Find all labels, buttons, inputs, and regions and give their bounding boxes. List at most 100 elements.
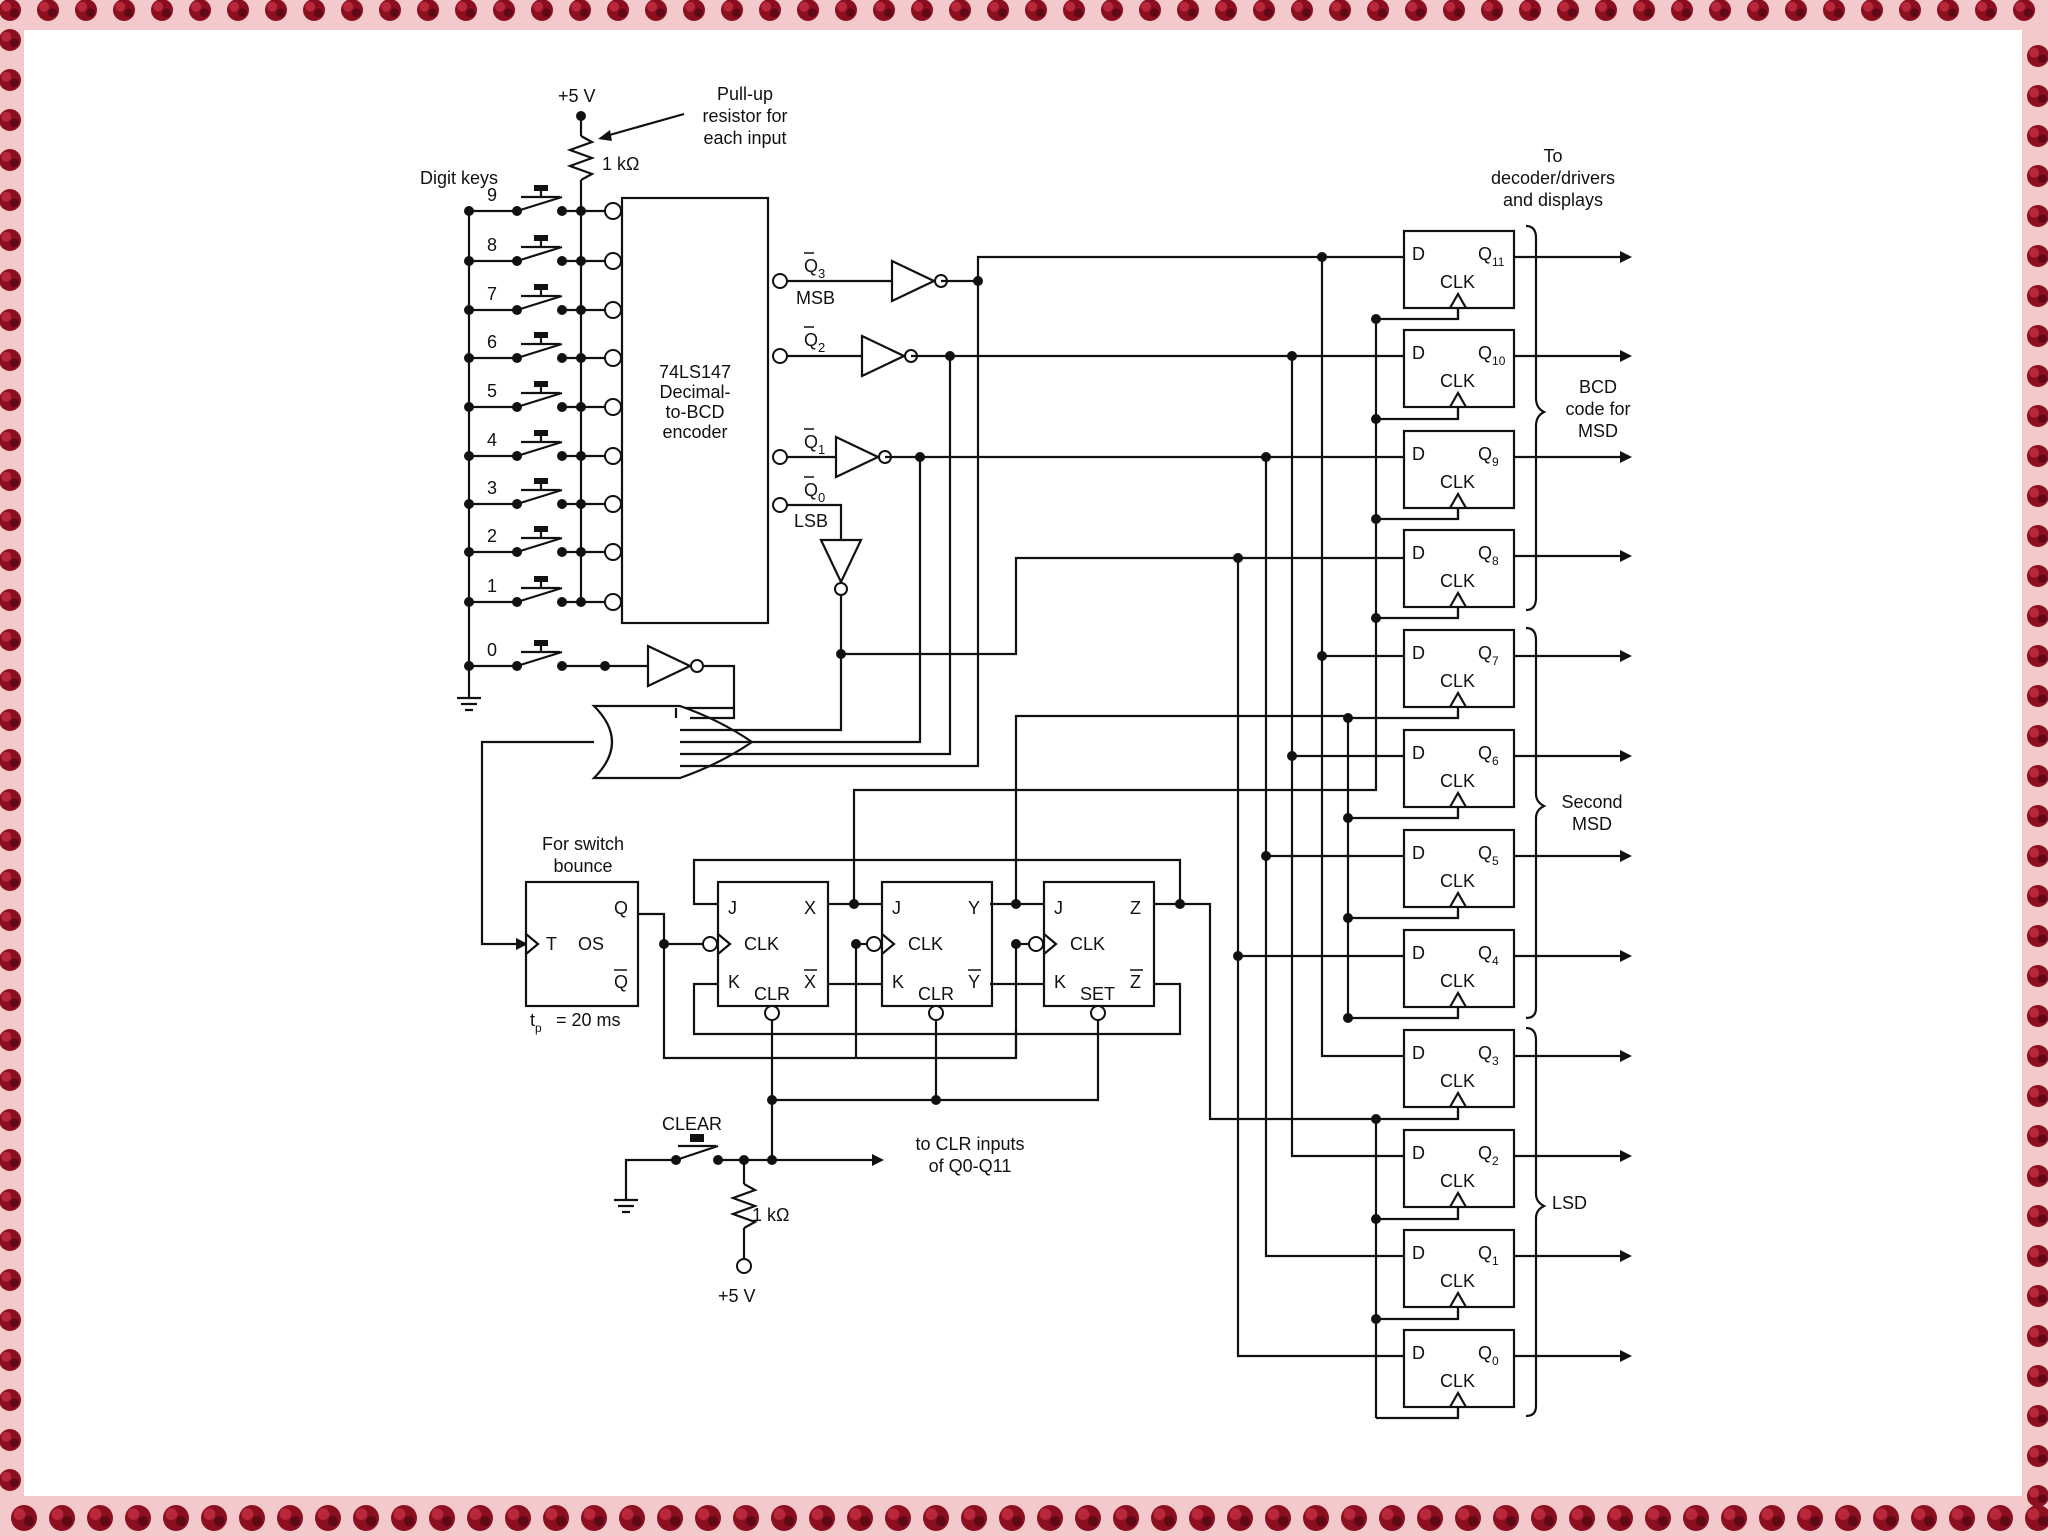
pullup-note-line: resistor for	[702, 106, 787, 126]
os-qbar-label: Q	[614, 972, 628, 992]
border-flower-top	[645, 0, 667, 21]
border-flower-bottom	[847, 1505, 873, 1531]
encoder-label-line: Decimal-	[659, 382, 730, 402]
border-flower-bottom	[581, 1505, 607, 1531]
border-flower-top	[835, 0, 857, 21]
z-to-clk-bus	[1180, 902, 1376, 1121]
border-flower-bottom	[239, 1505, 265, 1531]
arrowhead	[1620, 650, 1632, 662]
border-flower-left	[0, 869, 21, 891]
border-flower-left	[0, 29, 21, 51]
arrowhead	[598, 130, 612, 141]
inversion-bubble	[772, 348, 788, 364]
border-flower-right	[2027, 1405, 2048, 1427]
border-flower-bottom	[1189, 1505, 1215, 1531]
switch-cap	[534, 640, 548, 646]
border-flower-bottom	[49, 1505, 75, 1531]
q0-to-or	[680, 596, 843, 732]
border-flower-right	[2027, 1085, 2048, 1107]
border-flower-top	[607, 0, 629, 21]
digit-key-9: 9	[464, 185, 622, 220]
border-flower-left	[0, 949, 21, 971]
q1-to-or	[680, 457, 922, 744]
ff-d-label: D	[1412, 244, 1425, 264]
q0-output-label: Q0	[804, 480, 825, 505]
border-flower-right	[2027, 445, 2048, 467]
border-flower-bottom	[1265, 1505, 1291, 1531]
border-flower-left	[0, 1069, 21, 1091]
switch-contact	[516, 391, 563, 409]
border-flower-top	[493, 0, 515, 21]
wire	[624, 1158, 676, 1200]
second-msd-label-line: Second	[1561, 792, 1622, 812]
q3-inverter	[890, 259, 948, 303]
border-flower-bottom	[1835, 1505, 1861, 1531]
one-shot-box	[524, 880, 640, 1008]
bcd-msd-label-line: MSD	[1578, 421, 1618, 441]
border-flower-top	[1025, 0, 1047, 21]
clk-triangle	[717, 933, 732, 955]
switch-cap	[690, 1134, 704, 1142]
ff-d-label: D	[1412, 943, 1425, 963]
jk-outbar-label: X	[804, 972, 816, 992]
border-flower-top	[1899, 0, 1921, 21]
border-flower-right	[2027, 365, 2048, 387]
ff-clk-label: CLK	[1440, 671, 1475, 691]
digit-key-1: 1	[464, 576, 622, 611]
switch-contact	[516, 294, 563, 312]
border-flower-right	[2027, 885, 2048, 907]
q1-output-label: Q1	[804, 432, 825, 457]
ff-q-label: Q1	[1478, 1243, 1499, 1268]
q3-output-label: Q3	[804, 256, 825, 281]
border-flower-top	[1481, 0, 1503, 21]
border-flower-top	[987, 0, 1009, 21]
inverter-triangle	[890, 259, 937, 303]
q2-to-or	[680, 356, 952, 756]
border-flower-left	[0, 829, 21, 851]
clk-triangle	[1449, 590, 1467, 608]
clk-bus-c	[1376, 1207, 1460, 1221]
border-flower-top	[1937, 0, 1959, 21]
border-flower-bottom	[1873, 1505, 1899, 1531]
border-flower-right	[2027, 485, 2048, 507]
border-flower-left	[0, 1429, 21, 1451]
jk-clr-label: CLR	[918, 984, 954, 1004]
border-flower-top	[1785, 0, 1807, 21]
ff-q-label: Q4	[1478, 943, 1499, 968]
jk-clk-label: CLK	[744, 934, 779, 954]
border-flower-bottom	[1987, 1505, 2013, 1531]
border-flower-left	[0, 229, 21, 251]
os-trigger-triangle	[525, 933, 540, 955]
border-flower-left	[0, 349, 21, 371]
border-flower-left	[0, 509, 21, 531]
border-flower-right	[2027, 1285, 2048, 1307]
border-flower-top	[0, 0, 21, 21]
border-flower-bottom	[353, 1505, 379, 1531]
clk-triangle	[1449, 390, 1467, 408]
border-flower-left	[0, 1389, 21, 1411]
border-flower-top	[683, 0, 705, 21]
junction-dot	[1371, 414, 1381, 424]
jk-out-label: Z	[1130, 898, 1141, 918]
border-flower-top	[75, 0, 97, 21]
border-flower-bottom	[125, 1505, 151, 1531]
clk-triangle	[1449, 790, 1467, 808]
clk-triangle	[1449, 291, 1467, 309]
clk-bus-a	[1376, 607, 1460, 620]
junction-dot	[1343, 1013, 1353, 1023]
inversion-bubble	[604, 495, 622, 513]
border-flower-bottom	[695, 1505, 721, 1531]
border-flower-left	[0, 909, 21, 931]
clear-label: CLEAR	[662, 1114, 722, 1134]
to-decoder-label-line: and displays	[1503, 190, 1603, 210]
tp-label: tp	[530, 1010, 542, 1035]
jk-box	[1042, 880, 1156, 1008]
border-flower-left	[0, 1269, 21, 1291]
jk-k-label: K	[892, 972, 904, 992]
inverter-triangle	[646, 644, 693, 688]
border-flower-left	[0, 69, 21, 91]
border-flower-top	[2013, 0, 2035, 21]
